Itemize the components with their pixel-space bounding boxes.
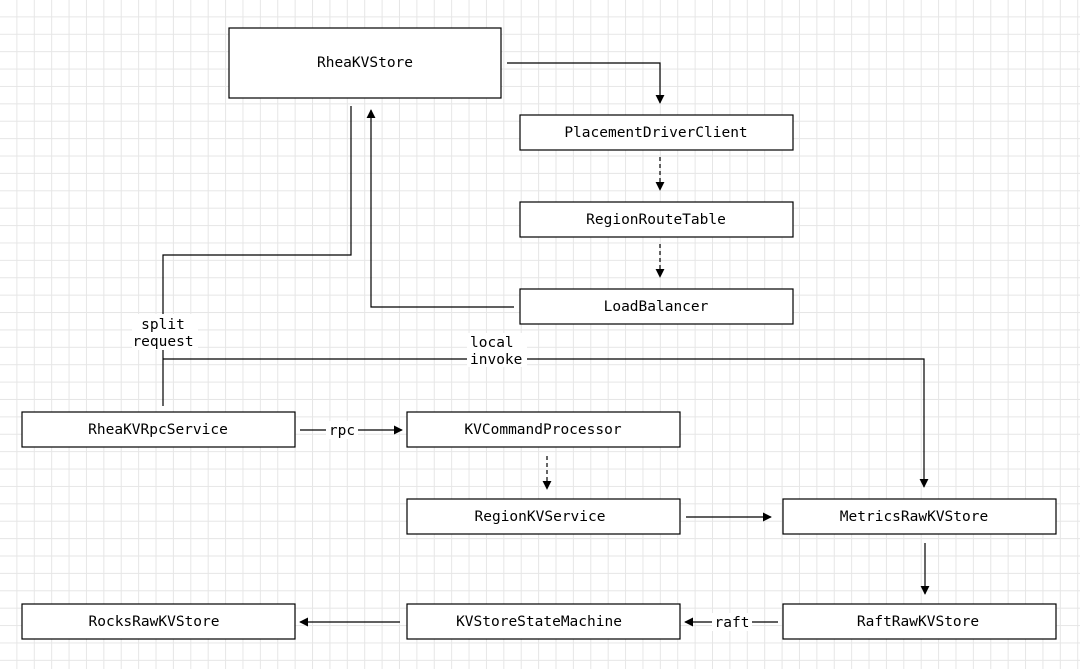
edge-labels: split request local invoke rpc raft (132, 314, 752, 631)
edge-split-request (162, 106, 352, 406)
edge-local-invoke (163, 358, 929, 488)
node-raftrawkvstore: RaftRawKVStore (782, 603, 1057, 640)
node-regionroutetable-label: RegionRouteTable (586, 212, 726, 228)
local-invoke-label-line2: invoke (470, 352, 522, 368)
node-rocksrawkvstore-label: RocksRawKVStore (89, 614, 220, 630)
node-regionroutetable: RegionRouteTable (519, 201, 794, 238)
node-loadbalancer: LoadBalancer (519, 288, 794, 325)
node-rheakvstore: RheaKVStore (228, 27, 502, 99)
node-kvcommandprocessor: KVCommandProcessor (406, 411, 681, 448)
node-regionkvservice: RegionKVService (406, 498, 681, 535)
node-regionkvservice-label: RegionKVService (475, 509, 606, 525)
node-raftrawkvstore-label: RaftRawKVStore (857, 614, 979, 630)
raft-label: raft (715, 615, 750, 631)
edge-rheakvstore-to-placementdriverclient (507, 62, 665, 104)
node-placementdriverclient-label: PlacementDriverClient (564, 125, 747, 141)
node-placementdriverclient: PlacementDriverClient (519, 114, 794, 151)
node-metricsrawkvstore-label: MetricsRawKVStore (840, 509, 988, 525)
node-loadbalancer-label: LoadBalancer (604, 299, 709, 315)
nodes: RheaKVStore PlacementDriverClient Region… (21, 27, 1057, 640)
node-rheakvrpcservice-label: RheaKVRpcService (88, 422, 228, 438)
node-kvstorestatemachine-label: KVStoreStateMachine (456, 614, 622, 630)
node-rocksrawkvstore: RocksRawKVStore (21, 603, 296, 640)
node-kvcommandprocessor-label: KVCommandProcessor (464, 422, 621, 438)
node-kvstorestatemachine: KVStoreStateMachine (406, 603, 681, 640)
node-rheakvstore-label: RheaKVStore (317, 55, 413, 71)
node-rheakvrpcservice: RheaKVRpcService (21, 411, 296, 448)
node-metricsrawkvstore: MetricsRawKVStore (782, 498, 1057, 535)
local-invoke-label-line1: local (470, 335, 514, 351)
rpc-label: rpc (329, 423, 355, 439)
split-request-label-line1: split (141, 317, 185, 333)
edge-loadbalancer-to-rheakvstore (366, 109, 514, 308)
split-request-label-line2: request (132, 334, 193, 350)
